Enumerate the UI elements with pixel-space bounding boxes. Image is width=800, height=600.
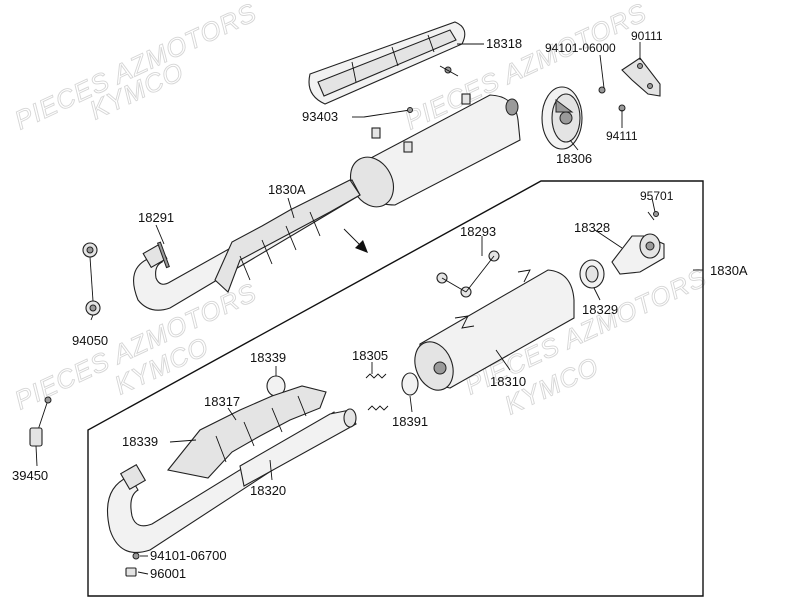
clip-part xyxy=(647,211,659,221)
o2-sensor-part xyxy=(29,396,52,447)
tail-pipe-part xyxy=(611,233,665,275)
leader-lines xyxy=(35,42,703,575)
muffler-upper-part xyxy=(349,93,521,208)
label-90111: 90111 xyxy=(631,29,663,43)
tail-gasket-part xyxy=(579,259,605,289)
ring-gasket-part xyxy=(401,372,419,396)
assembly-outline-box xyxy=(87,180,704,597)
label-1830A-boxed: 1830A xyxy=(710,263,748,278)
label-18306: 18306 xyxy=(556,151,592,166)
label-18391: 18391 xyxy=(392,414,428,429)
nut-part xyxy=(82,242,101,316)
screw-part xyxy=(363,107,413,118)
exhaust-pipe-lower-part xyxy=(106,408,357,554)
bracket-part xyxy=(436,250,500,298)
watermark-upper-line1: PIECES AZMOTORS xyxy=(10,0,261,135)
label-18305: 18305 xyxy=(352,348,388,363)
spring-part xyxy=(365,373,389,411)
heat-shield-upper-part xyxy=(308,21,466,105)
label-18339-upper: 18339 xyxy=(250,350,286,365)
heat-shield-lower-part xyxy=(167,385,327,479)
label-94111: 94111 xyxy=(606,129,638,143)
bracket-upper-part xyxy=(598,57,661,112)
gasket-upper-part xyxy=(156,241,170,269)
label-18320: 18320 xyxy=(250,483,286,498)
label-18310: 18310 xyxy=(490,374,526,389)
label-96001: 96001 xyxy=(150,566,186,581)
exhaust-pipe-upper-part xyxy=(133,179,361,311)
label-18318: 18318 xyxy=(486,36,522,51)
label-39450: 39450 xyxy=(12,468,48,483)
label-1830A-upper: 1830A xyxy=(268,182,306,197)
label-18329: 18329 xyxy=(582,302,618,317)
label-18293: 18293 xyxy=(460,224,496,239)
label-93403: 93403 xyxy=(302,109,338,124)
label-18328: 18328 xyxy=(574,220,610,235)
label-94101-06700: 94101-06700 xyxy=(150,548,227,563)
watermark-upper-line3: PIECES AZMOTORS xyxy=(400,0,651,135)
label-18291: 18291 xyxy=(138,210,174,225)
label-18339-lower: 18339 xyxy=(122,434,158,449)
label-94101-06000: 94101-06000 xyxy=(545,41,616,55)
watermark-lower: PIECES AZMOTORS KYMCO PIECES AZMOTORS KY… xyxy=(9,261,711,420)
bolts-lower-parts xyxy=(125,552,140,577)
end-cap-part xyxy=(541,86,583,150)
assembly-arrow xyxy=(343,228,368,253)
muffler-part xyxy=(414,269,575,391)
label-95701: 95701 xyxy=(640,189,674,203)
label-18317: 18317 xyxy=(204,394,240,409)
label-94050: 94050 xyxy=(72,333,108,348)
